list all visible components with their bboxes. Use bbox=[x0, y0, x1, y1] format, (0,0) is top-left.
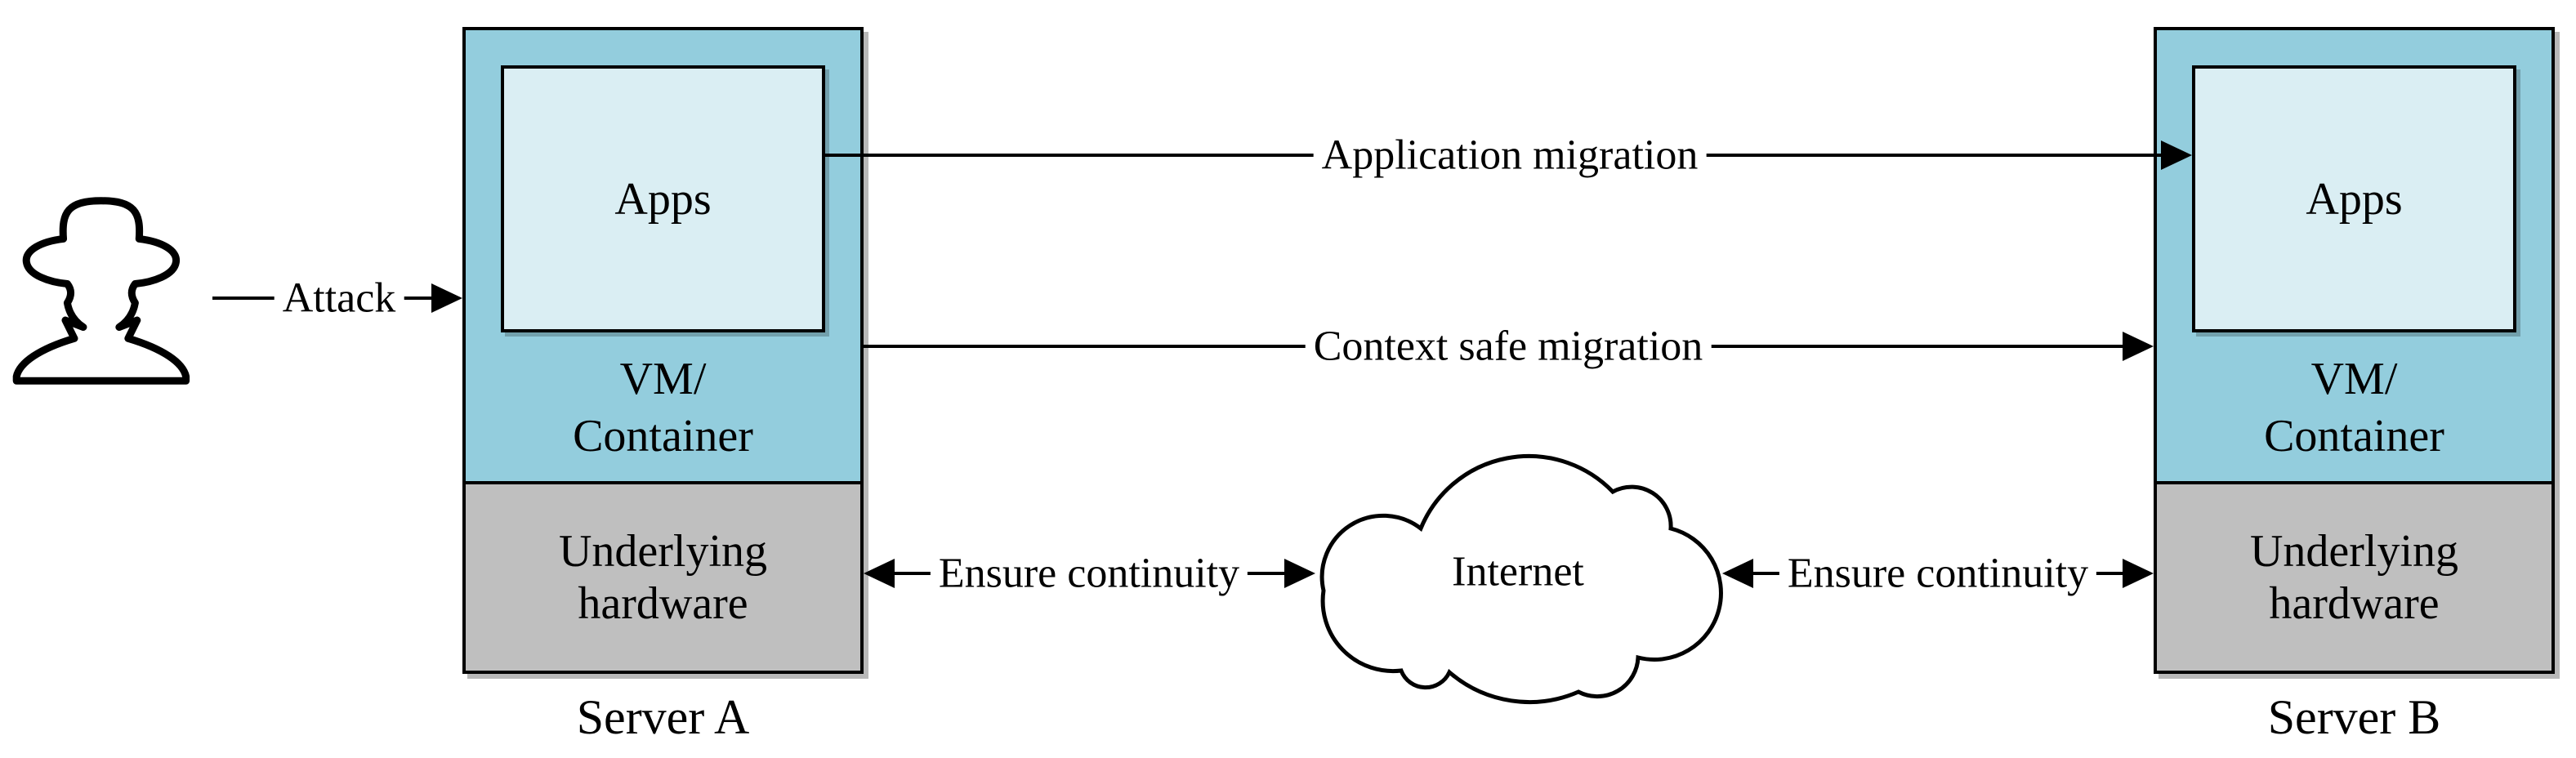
server-a-box: Apps VM/ Container Underlying hardware bbox=[462, 27, 864, 674]
server-a-hardware-box: Underlying hardware bbox=[466, 481, 860, 671]
ensure-continuity-right-arrowhead-east-icon bbox=[2123, 559, 2154, 588]
context-safe-migration-arrowhead-icon bbox=[2123, 332, 2154, 361]
server-b-hardware-line2: hardware bbox=[2269, 578, 2440, 629]
internet-label: Internet bbox=[1452, 548, 1584, 595]
attack-arrowhead-icon bbox=[431, 283, 462, 313]
application-migration-label: Application migration bbox=[1313, 131, 1707, 180]
server-b-vm-line2: Container bbox=[2264, 411, 2444, 461]
server-b-vm-line1: VM/ bbox=[2310, 354, 2398, 404]
server-a-hardware-line1: Underlying bbox=[558, 526, 768, 577]
server-a-vm-line2: Container bbox=[573, 411, 753, 461]
server-a-caption: Server A bbox=[576, 690, 750, 744]
ensure-continuity-left-arrowhead-west-icon bbox=[864, 559, 895, 588]
spy-icon bbox=[16, 201, 185, 381]
server-b-apps-box: Apps bbox=[2192, 65, 2516, 332]
server-b-box: Apps VM/ Container Underlying hardware bbox=[2154, 27, 2555, 674]
ensure-continuity-left-arrowhead-east-icon bbox=[1284, 559, 1315, 588]
server-a-apps-box: Apps bbox=[501, 65, 825, 332]
server-b-apps-label: Apps bbox=[2306, 173, 2403, 225]
server-b-hardware-line1: Underlying bbox=[2249, 526, 2459, 577]
server-b-caption: Server B bbox=[2267, 690, 2441, 744]
server-a-hardware-line2: hardware bbox=[578, 578, 748, 629]
ensure-continuity-right-arrowhead-west-icon bbox=[1722, 559, 1753, 588]
attack-label: Attack bbox=[274, 274, 404, 323]
context-safe-migration-label: Context safe migration bbox=[1305, 322, 1712, 371]
server-a-vm-container-label: VM/ Container bbox=[466, 350, 860, 465]
ensure-continuity-left-label: Ensure continuity bbox=[930, 549, 1248, 598]
server-a-vm-line1: VM/ bbox=[619, 354, 707, 404]
server-b-hardware-box: Underlying hardware bbox=[2157, 481, 2551, 671]
server-b-vm-container-label: VM/ Container bbox=[2157, 350, 2551, 465]
ensure-continuity-right-label: Ensure continuity bbox=[1779, 549, 2097, 598]
server-a-apps-label: Apps bbox=[614, 173, 712, 225]
